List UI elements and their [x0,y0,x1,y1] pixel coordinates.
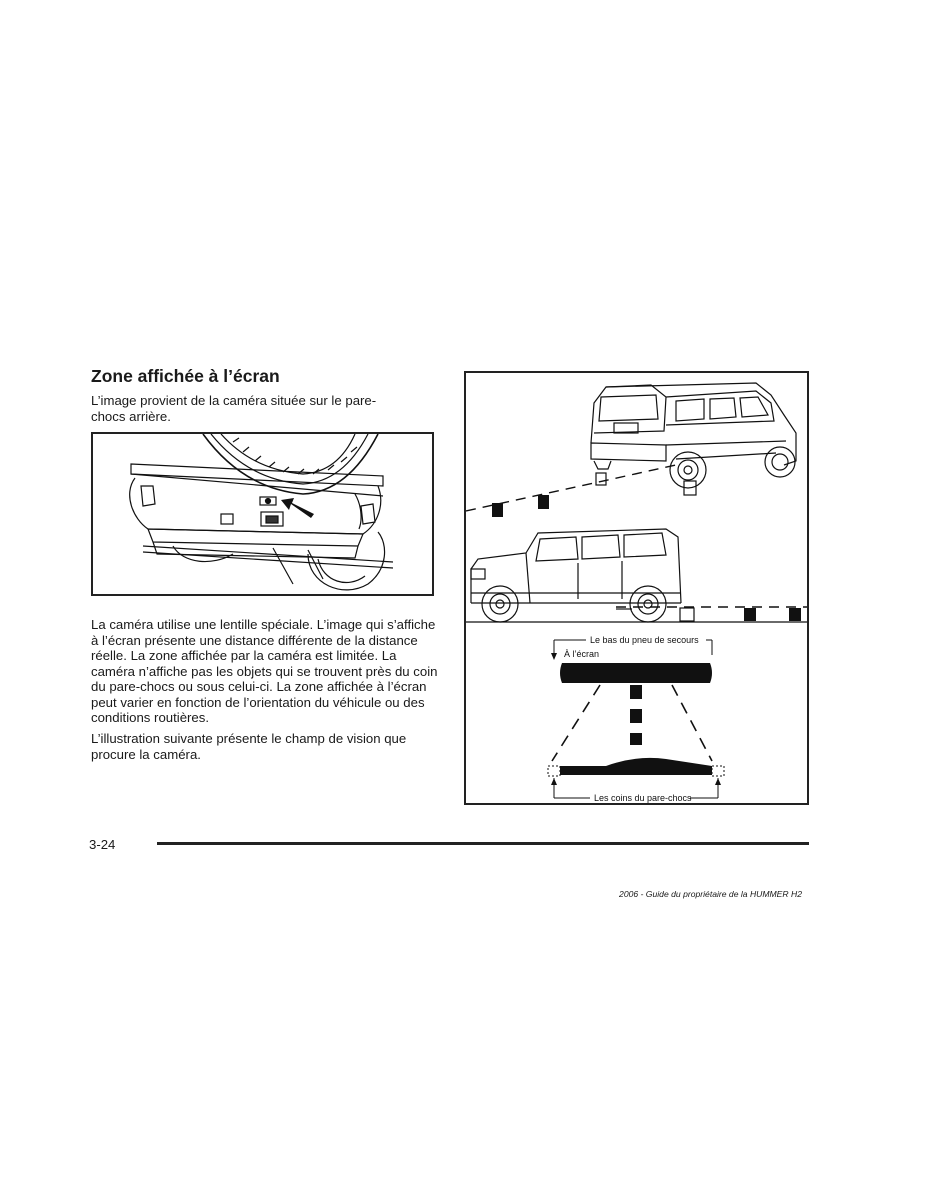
label-bumper-corners: Les coins du pare-chocs [594,793,692,803]
paragraph-lens-info: La caméra utilise une lentille spéciale.… [91,617,438,725]
distance-marker [492,503,503,517]
on-screen-view: Le bas du pneu de secours À l’écran Les … [547,635,725,803]
page-number: 3-24 [89,837,116,852]
rear-bumper-illustration [129,434,394,591]
field-of-view-figure: Le bas du pneu de secours À l’écran Les … [464,371,809,805]
footer-divider [157,842,809,845]
pointer-arrow-icon [281,498,314,518]
distance-marker [538,495,549,509]
section-heading: Zone affichée à l’écran [91,366,280,386]
vehicle-side-view [470,528,682,623]
distance-marker [789,608,801,621]
label-on-screen: À l’écran [564,649,599,659]
vehicle-rear-view [590,382,797,496]
page-footer: 2006 - Guide du propriétaire de la HUMME… [619,889,802,899]
field-of-view-illustration: Le bas du pneu de secours À l’écran Les … [466,382,807,803]
distance-marker [679,607,695,622]
paragraph-camera-location: L’image provient de la caméra située sur… [91,393,377,424]
rear-camera-figure [91,432,434,596]
distance-marker [744,608,756,621]
label-spare-tire: Le bas du pneu de secours [590,635,699,645]
paragraph-illustration-intro: L’illustration suivante présente le cham… [91,731,407,762]
